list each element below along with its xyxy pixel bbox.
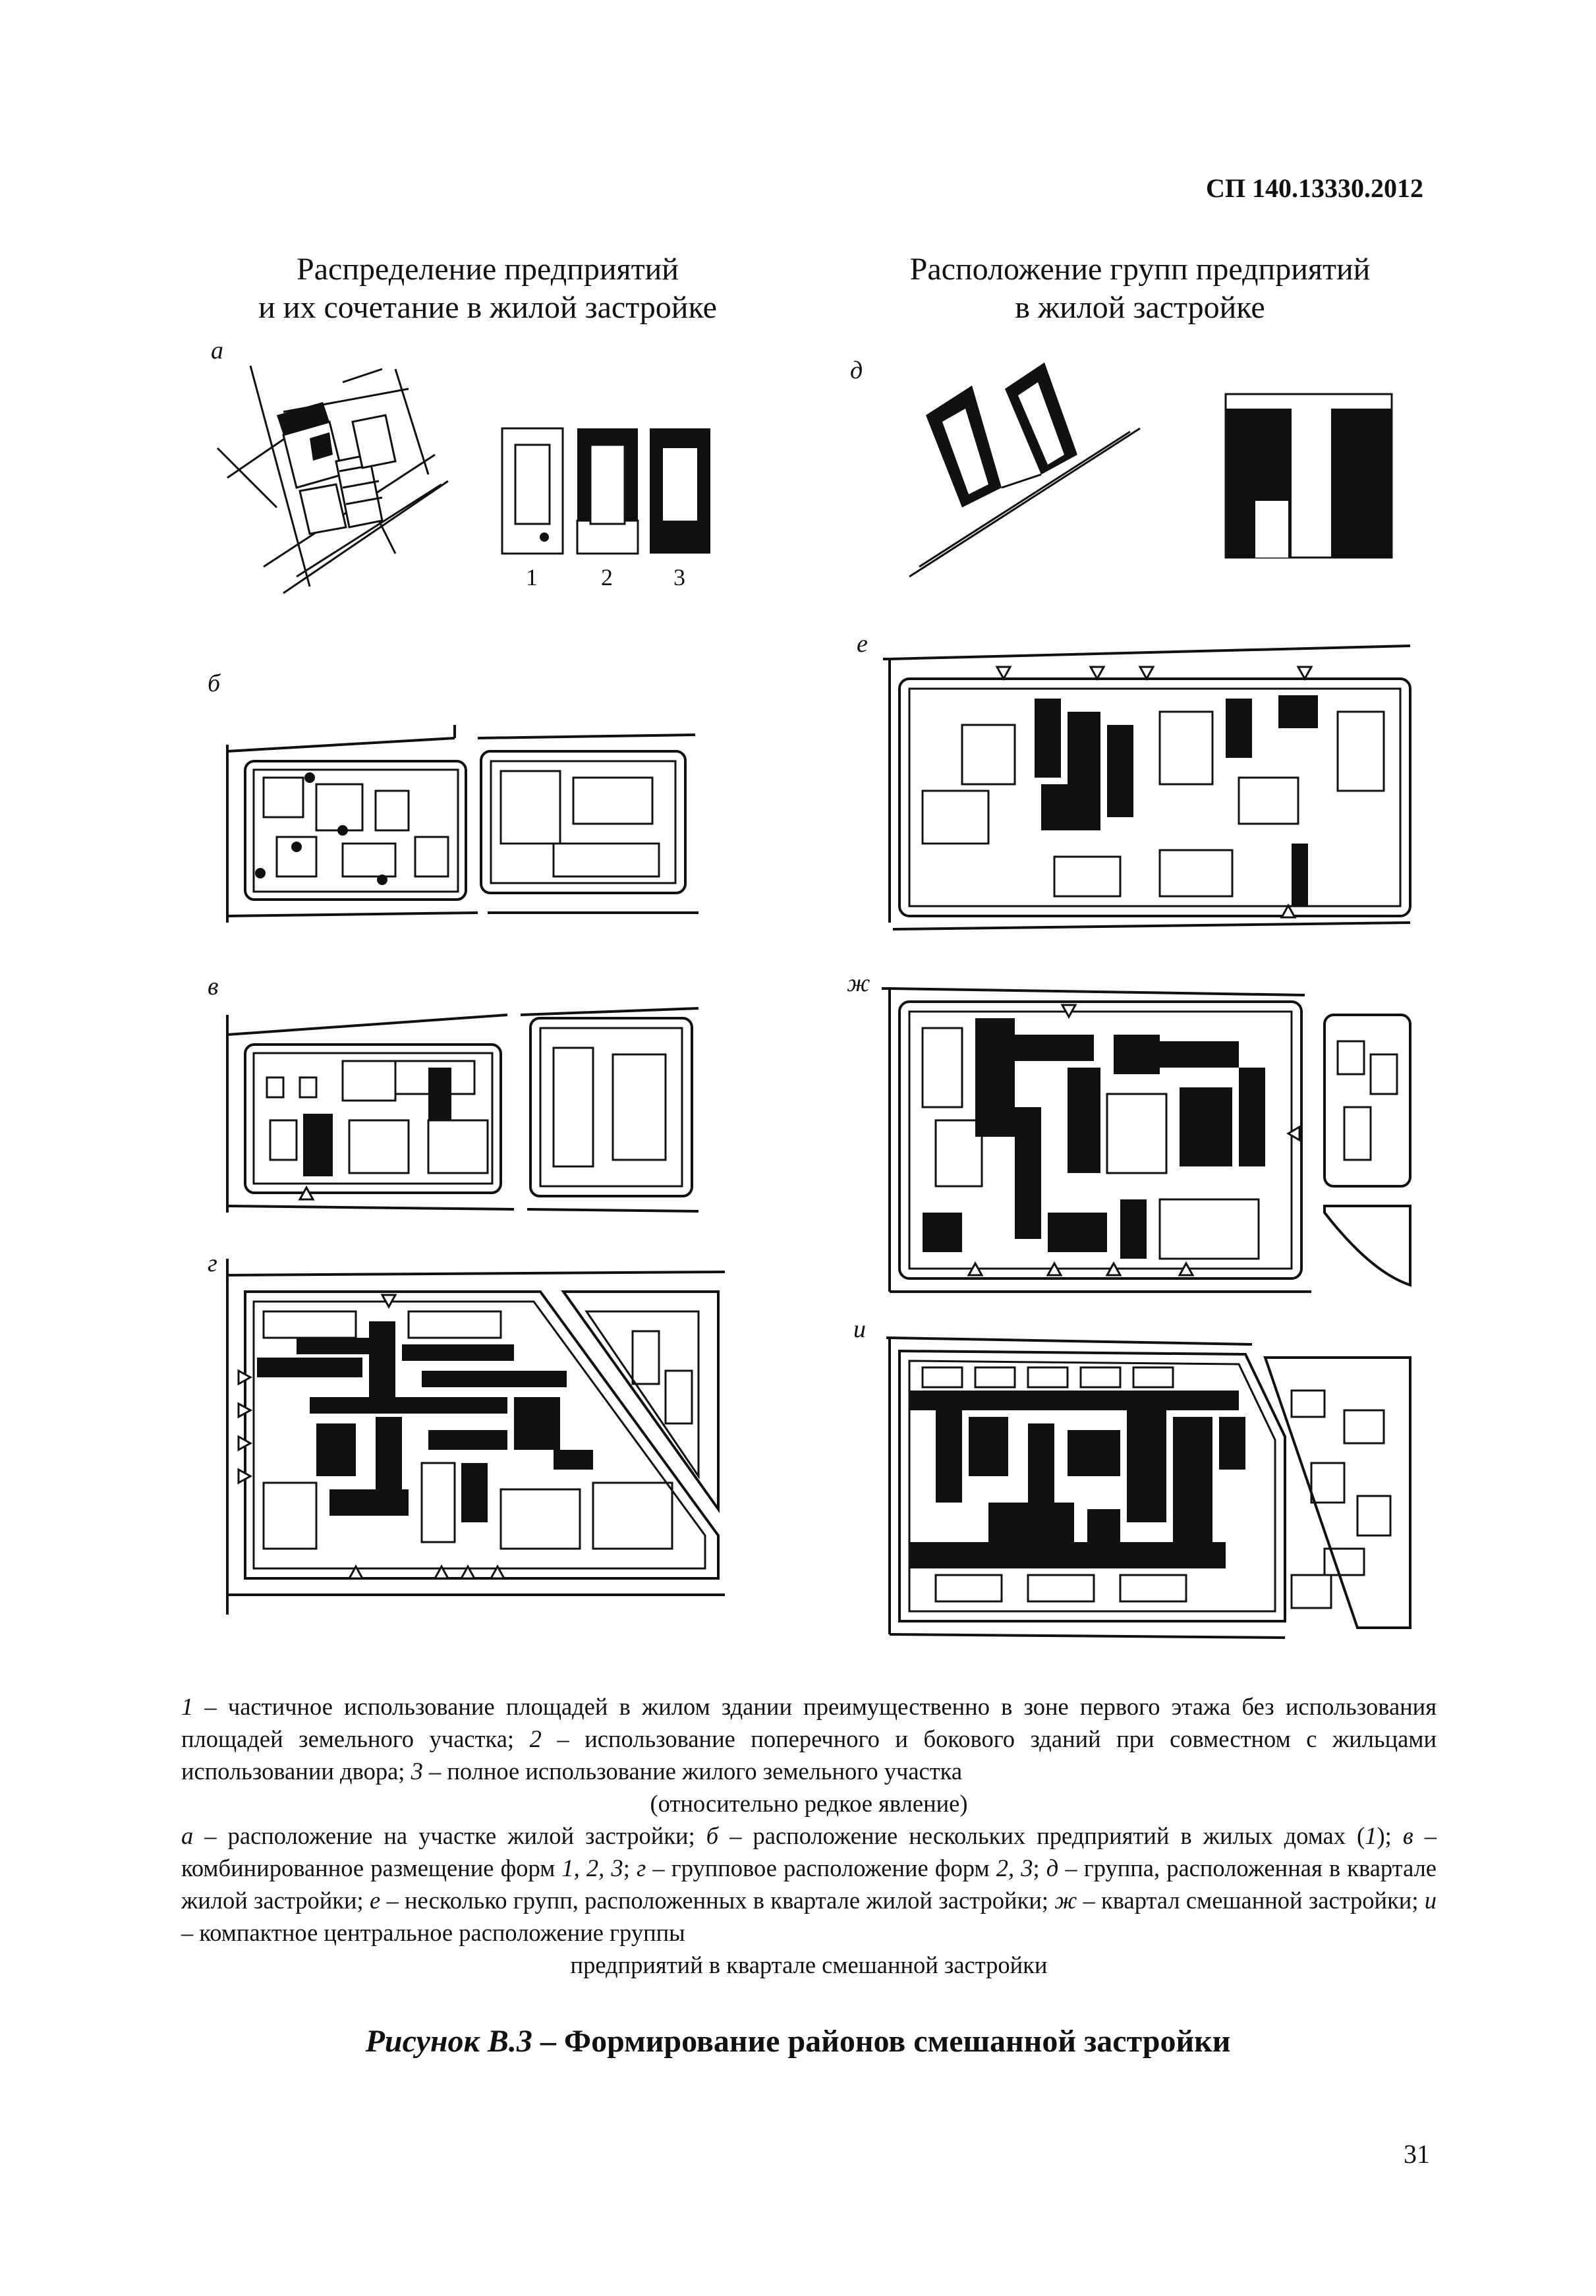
figure-title-text: Формирование районов смешанной застройки (563, 2024, 1231, 2059)
legend-text-b-end: ); (1377, 1822, 1403, 1849)
form-number-3: 3 (673, 564, 685, 590)
panel-letter-v: в (208, 973, 219, 1000)
panel-letter-d: д (850, 357, 863, 384)
forms-1-2-3 (501, 427, 710, 555)
site-plan-d (909, 362, 1393, 578)
panel-letter-i: и (853, 1315, 866, 1343)
legend-text-v: – комбинированное размещение форм (181, 1822, 1437, 1881)
site-plan-a (216, 365, 449, 594)
block-plan-b (226, 725, 698, 923)
block-plan-e (883, 645, 1411, 931)
legend-form-ref-123: 1, 2, 3 (561, 1854, 623, 1881)
legend-text-v-end: ; (623, 1854, 637, 1881)
left-title-line-1: Распределение предприятий (297, 252, 679, 287)
panel-letter-g: г (208, 1249, 217, 1277)
legend-text-3: – полное использование жилого земельного… (422, 1758, 963, 1785)
figure-legend: 1 – частичное использование площадей в ж… (181, 1690, 1437, 1981)
panel-letter-e: е (857, 630, 868, 658)
legend-text-g: – групповое расположение форм (646, 1854, 996, 1881)
form-number-1: 1 (526, 564, 538, 590)
legend-form-ref-1: 1 (1365, 1822, 1377, 1849)
document-code: СП 140.13330.2012 (1206, 173, 1423, 203)
legend-paragraph-forms-end: (относительно редкое явление) (650, 1790, 968, 1817)
page-number: 31 (1404, 2139, 1430, 2169)
legend-text-i: – компактное центральное расположение гр… (181, 1919, 685, 1946)
legend-letter-b: б (706, 1822, 719, 1849)
legend-paragraph-panels-end: предприятий в квартале смешанной застрой… (570, 1951, 1048, 1978)
figure-title: Рисунок В.3 – Формирование районов смеша… (0, 2023, 1596, 2059)
right-column-title: Расположение групп предприятий в жилой з… (843, 250, 1437, 327)
left-column-title: Распределение предприятий и их сочетание… (198, 250, 778, 327)
legend-paragraph-forms: 1 – частичное использование площадей в ж… (181, 1690, 1437, 1787)
figure-label: Рисунок В.3 (365, 2024, 532, 2059)
legend-text-zh: – квартал смешанной застройки; (1077, 1887, 1425, 1914)
legend-num-1: 1 (181, 1693, 194, 1720)
block-plan-i (886, 1336, 1411, 1639)
panel-letter-b: б (208, 670, 221, 697)
panel-letter-a: а (211, 337, 223, 364)
legend-text-e: – несколько групп, расположенных в кварт… (380, 1887, 1055, 1914)
legend-letter-v: в (1402, 1822, 1413, 1849)
legend-text-a: – расположение на участке жилой застройк… (193, 1822, 706, 1849)
legend-letter-d: д (1046, 1854, 1059, 1881)
right-title-line-2: в жилой застройке (1015, 290, 1265, 325)
block-plan-g (226, 1259, 726, 1615)
legend-paragraph-panels: а – расположение на участке жилой застро… (181, 1820, 1437, 1949)
legend-letter-i: и (1424, 1887, 1437, 1914)
legend-letter-a: а (181, 1822, 194, 1849)
figure-title-dash: – (532, 2024, 564, 2059)
form-number-2: 2 (601, 564, 613, 590)
legend-text-1: – частичное использование площадей в жил… (181, 1693, 1437, 1752)
legend-letter-g: г (636, 1854, 646, 1881)
legend-num-2: 2 (529, 1725, 542, 1752)
legend-letter-e: е (369, 1887, 381, 1914)
legend-letter-zh: ж (1054, 1887, 1077, 1914)
panel-letter-zh: ж (847, 969, 870, 997)
legend-text-d: – группа, расположенная в квартале жилой… (181, 1854, 1437, 1914)
legend-num-3: 3 (411, 1758, 423, 1785)
left-title-line-2: и их сочетание в жилой застройке (258, 290, 717, 325)
legend-text-b: – расположение нескольких предприятий в … (718, 1822, 1365, 1849)
right-title-line-1: Расположение групп предприятий (909, 252, 1371, 287)
legend-text-g-end: ; (1033, 1854, 1046, 1881)
block-plan-v (226, 1007, 699, 1213)
legend-form-ref-23: 2, 3 (996, 1854, 1033, 1881)
block-plan-zh (882, 987, 1411, 1293)
legend-text-2: – использование поперечного и бокового з… (181, 1725, 1437, 1785)
